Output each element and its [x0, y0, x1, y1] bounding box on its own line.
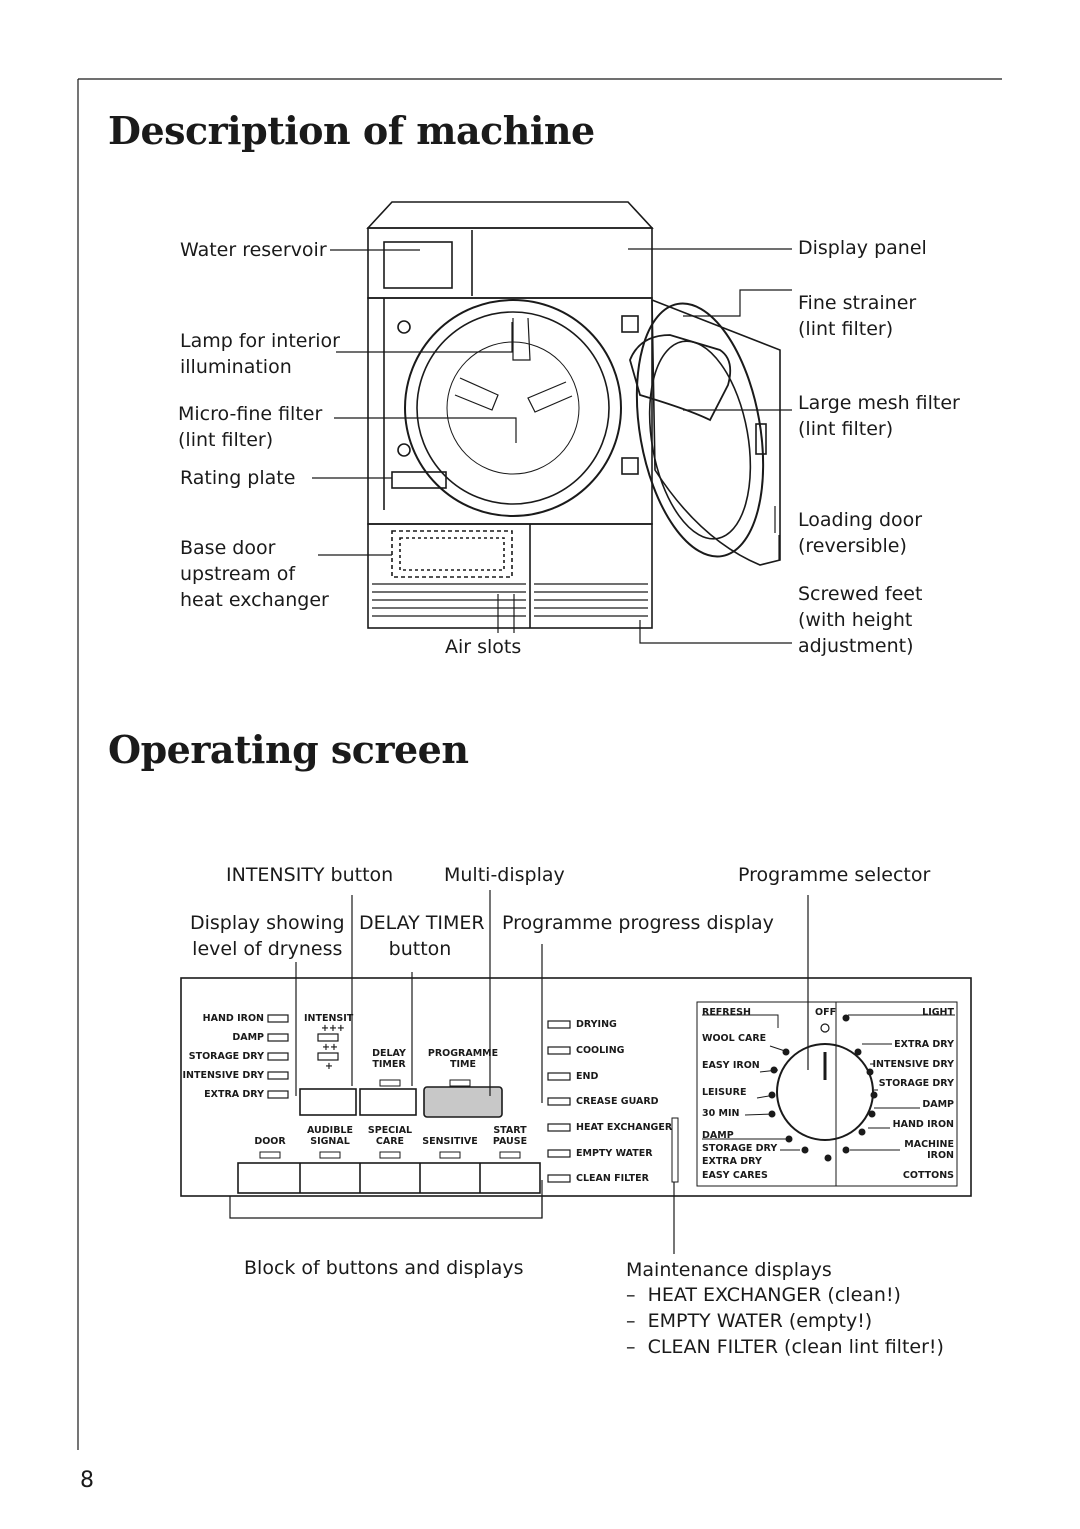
prog-off: OFF	[815, 1007, 837, 1018]
panel-intensity-mark-3: +++	[321, 1023, 345, 1034]
prog-hand-iron: HAND IRON	[892, 1119, 954, 1130]
prog-storage-dry: STORAGE DRY	[702, 1143, 778, 1154]
prog-extra-dry: EXTRA DRY	[702, 1156, 762, 1167]
panel-intensity-mark-1: +	[325, 1061, 333, 1072]
control-panel	[180, 977, 972, 1197]
prog-wool-care: WOOL CARE	[702, 1033, 767, 1044]
prog-right-damp: DAMP	[922, 1099, 954, 1110]
prog-30-min: 30 MIN	[702, 1108, 740, 1119]
prog-intensive-dry: INTENSIVE DRY	[872, 1059, 955, 1070]
prog-easy-iron: EASY IRON	[702, 1060, 760, 1071]
progress-crease-guard: CREASE GUARD	[576, 1096, 659, 1107]
prog-damp: DAMP	[702, 1130, 734, 1141]
label-progress-display: Programme progress display	[502, 912, 774, 934]
prog-easy-cares: EASY CARES	[702, 1170, 768, 1181]
label-multi-display: Multi-display	[444, 864, 565, 886]
prog-right-storage-dry: STORAGE DRY	[878, 1078, 954, 1089]
progress-cooling: COOLING	[576, 1045, 625, 1056]
label-display-panel: Display panel	[798, 237, 927, 259]
maintenance-empty-water: EMPTY WATER	[576, 1148, 653, 1159]
label-air-slots: Air slots	[445, 636, 522, 658]
panel-dryness-list: HAND IRON DAMP STORAGE DRY INTENSIVE DRY…	[182, 1013, 265, 1100]
label-intensity-button: INTENSITY button	[226, 864, 394, 886]
progress-end: END	[576, 1071, 599, 1082]
label-maintenance-displays: Maintenance displays	[626, 1259, 832, 1281]
maintenance-heat-exchanger: HEAT EXCHANGER	[576, 1122, 673, 1133]
panel-intensity-mark-2: ++	[322, 1042, 338, 1053]
prog-right-extra-dry: EXTRA DRY	[894, 1039, 954, 1050]
prog-leisure: LEISURE	[702, 1087, 747, 1098]
label-microfine-filter: Micro-fine filter(lint filter)	[178, 403, 323, 451]
label-block-buttons: Block of buttons and displays	[244, 1257, 524, 1279]
label-fine-strainer: Fine strainer(lint filter)	[798, 292, 917, 340]
maintenance-item-3: – CLEAN FILTER (clean lint filter!)	[626, 1336, 944, 1358]
option-door: DOOR	[254, 1136, 286, 1147]
label-water-reservoir: Water reservoir	[180, 239, 327, 261]
progress-drying: DRYING	[576, 1019, 617, 1030]
section-title-operating: Operating screen	[108, 727, 469, 772]
maintenance-item-2: – EMPTY WATER (empty!)	[626, 1310, 873, 1332]
maintenance-item-1: – HEAT EXCHANGER (clean!)	[626, 1284, 901, 1306]
page-number: 8	[80, 1468, 94, 1493]
maintenance-clean-filter: CLEAN FILTER	[576, 1173, 649, 1184]
label-loading-door: Loading door(reversible)	[798, 509, 923, 557]
section-title-description: Description of machine	[108, 108, 595, 153]
label-rating-plate: Rating plate	[180, 467, 296, 489]
prog-cottons: COTTONS	[902, 1170, 954, 1181]
prog-refresh: REFRESH	[702, 1007, 751, 1018]
prog-iron: IRON	[927, 1150, 954, 1161]
option-sensitive: SENSITIVE	[422, 1136, 478, 1147]
panel-intensity-label: INTENSIT	[304, 1013, 354, 1024]
dryer-drawing	[366, 201, 781, 629]
label-programme-selector: Programme selector	[738, 864, 931, 886]
label-large-mesh-filter: Large mesh filter(lint filter)	[798, 392, 960, 440]
prog-machine: MACHINE	[904, 1139, 954, 1150]
prog-light: LIGHT	[922, 1007, 954, 1018]
